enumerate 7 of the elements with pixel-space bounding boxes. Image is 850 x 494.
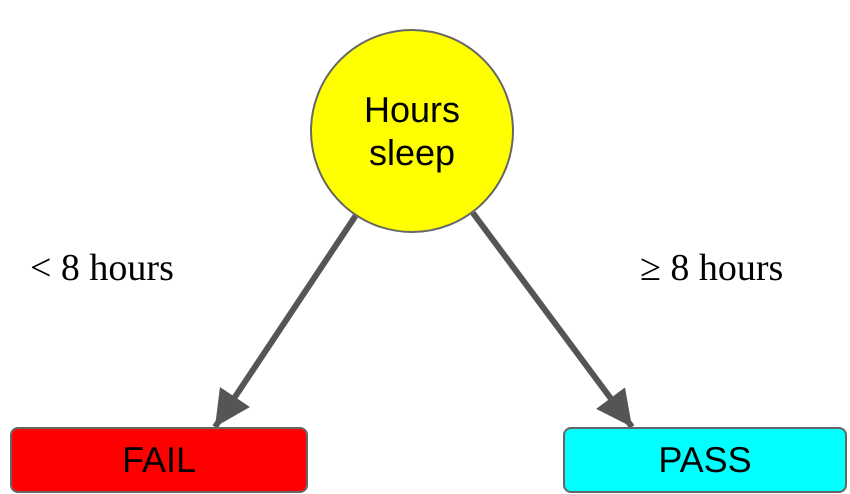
node-label: PASS <box>658 438 752 482</box>
arrow <box>212 214 358 429</box>
outcome-box <box>10 427 308 493</box>
node-label: FAIL <box>122 438 196 482</box>
arrow <box>470 211 634 429</box>
outcome-box <box>563 427 847 493</box>
node-label: Hours sleep <box>362 88 462 174</box>
